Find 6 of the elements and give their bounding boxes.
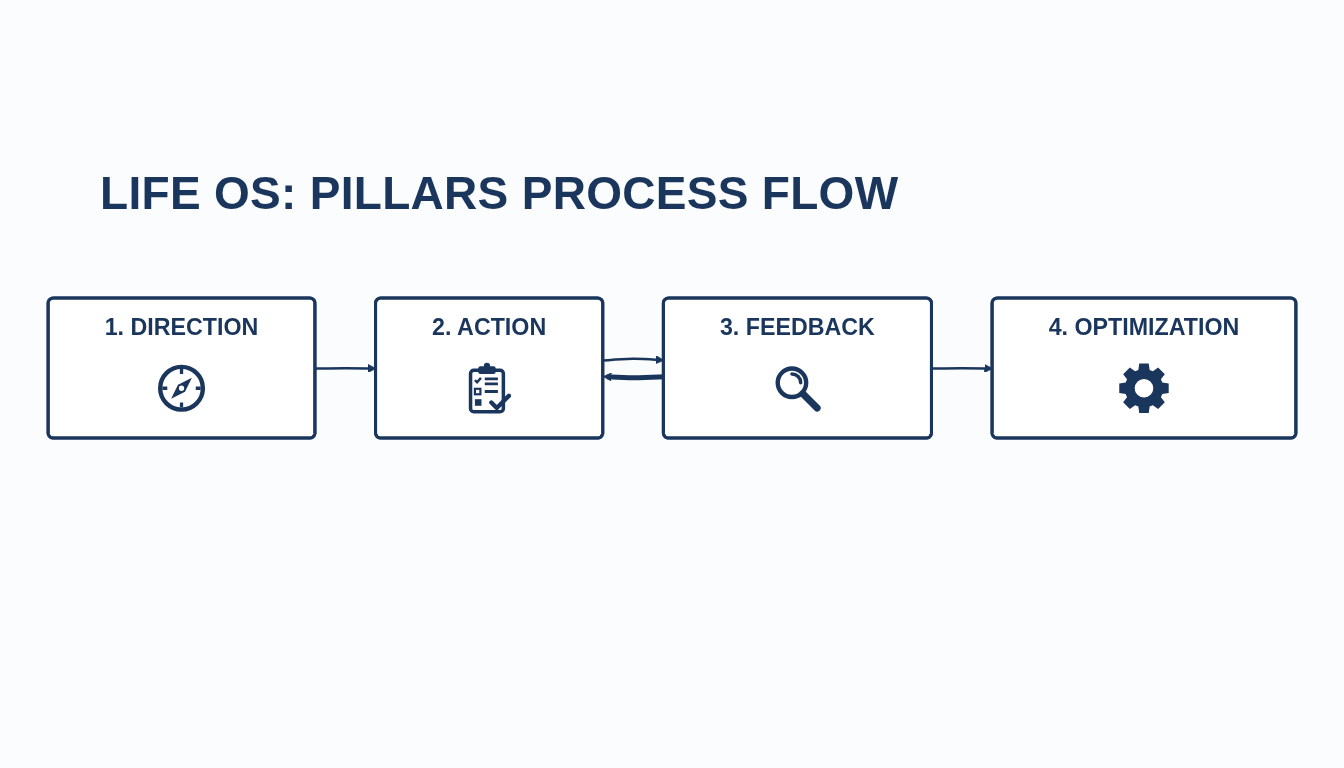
step-title: 3. FEEDBACK xyxy=(719,314,875,341)
arrow xyxy=(602,372,664,382)
step-title: 4. OPTIMIZATION xyxy=(1048,314,1240,341)
diagram-title: LIFE OS: PILLARS PROCESS FLOW xyxy=(100,166,899,220)
step-title: 2. ACTION xyxy=(432,314,547,341)
step-title: 1. DIRECTION xyxy=(104,314,259,341)
